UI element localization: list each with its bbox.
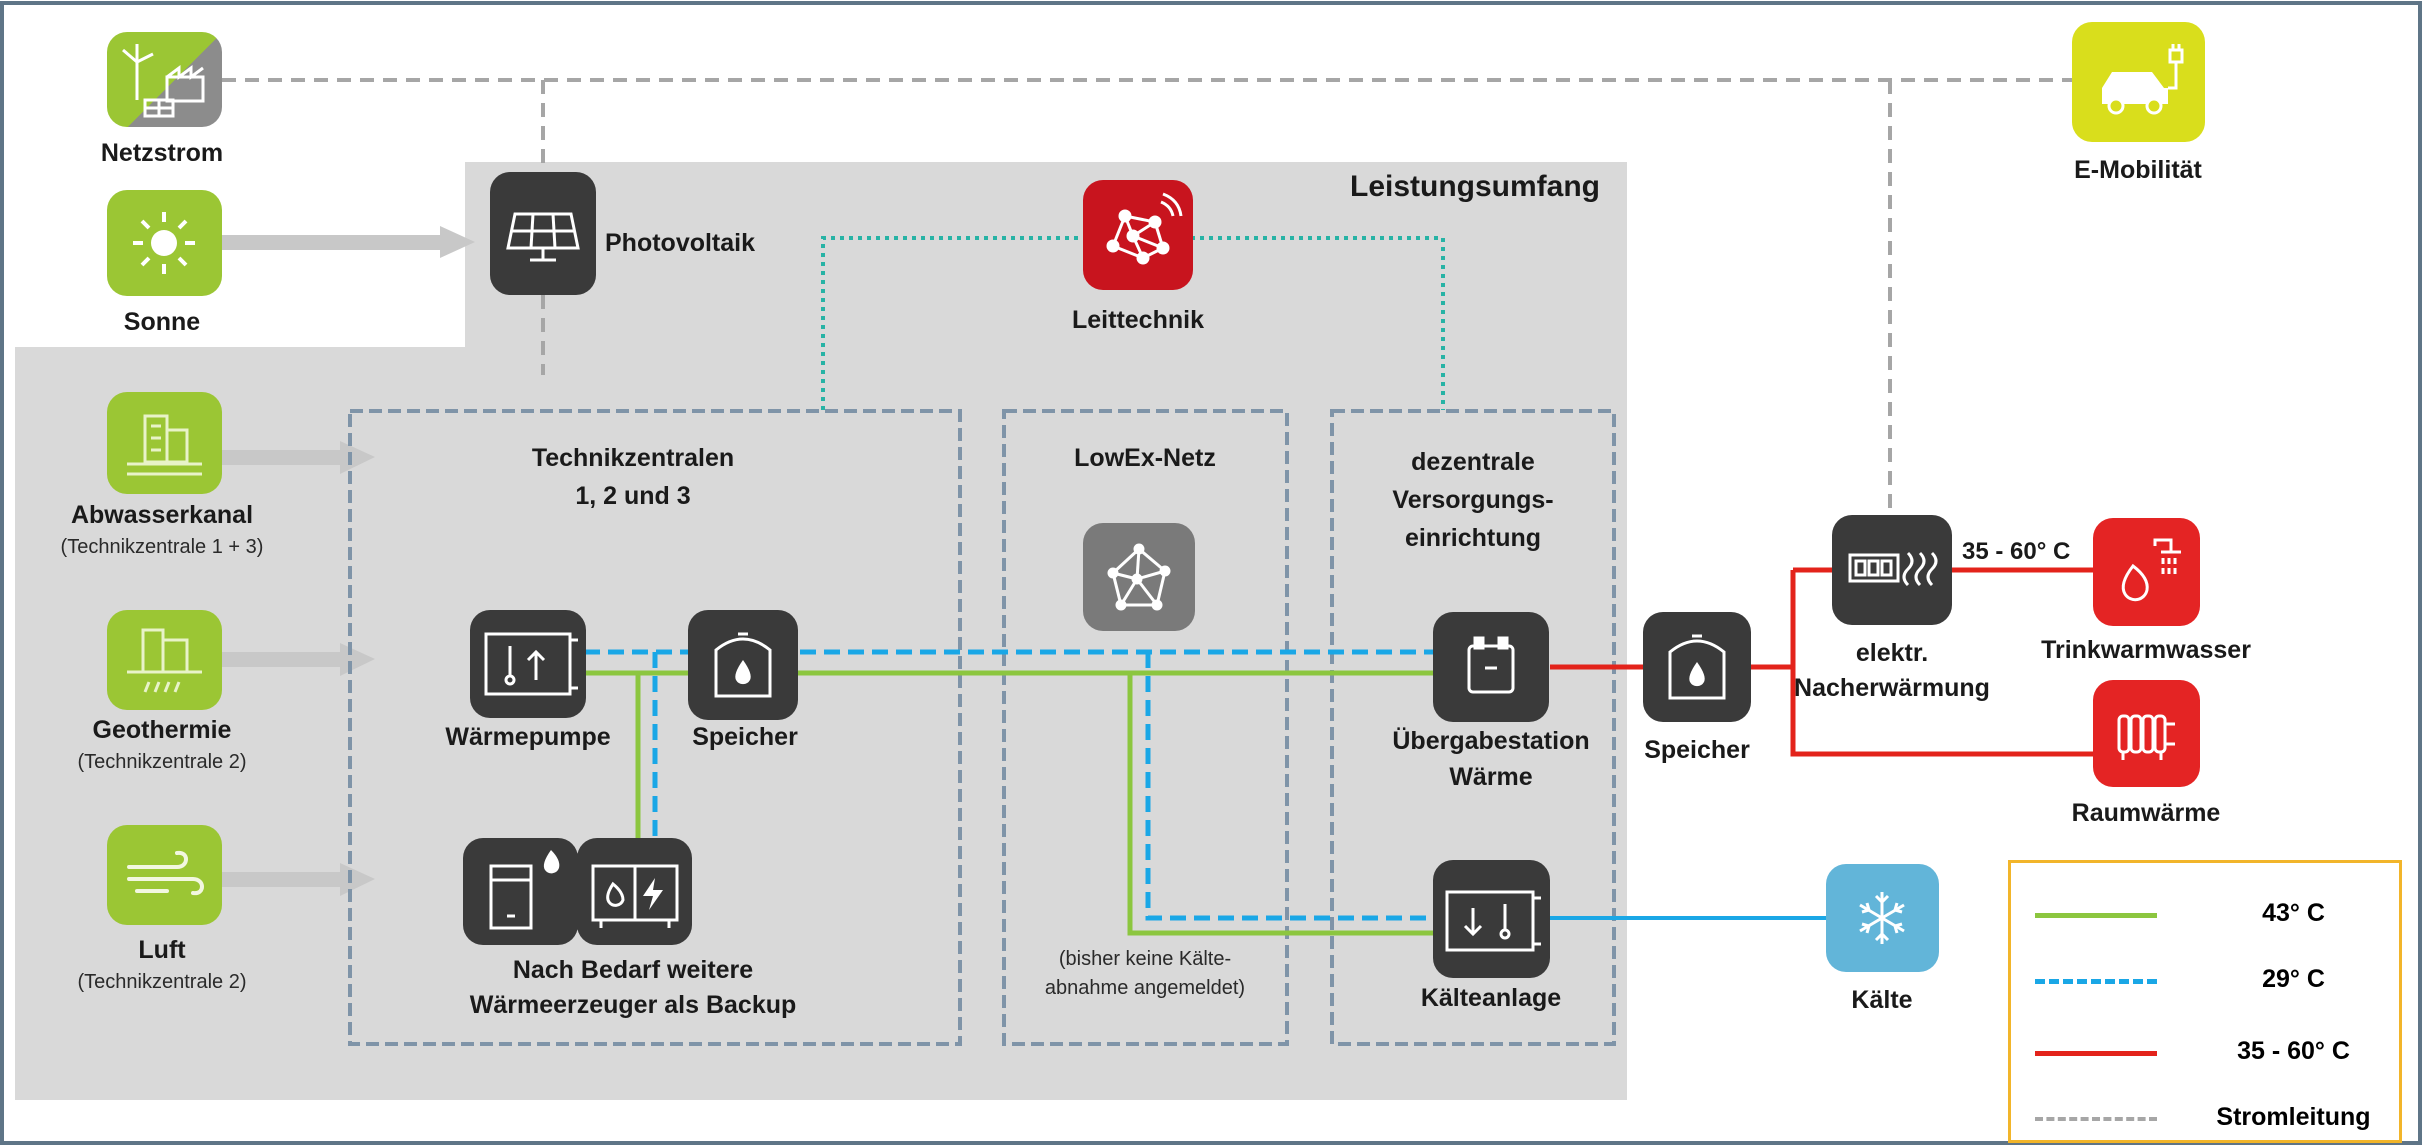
building-geothermal-icon — [107, 610, 222, 710]
shower-flame-icon — [2093, 518, 2200, 626]
power-lines — [222, 78, 2075, 518]
legend-swatch-43 — [2035, 913, 2157, 918]
legend-swatch-hot — [2035, 1051, 2157, 1056]
wind-solar-factory-icon — [107, 32, 222, 127]
building-sewer-icon — [107, 392, 222, 494]
legend-label: 29° C — [2262, 965, 2325, 993]
legend-item: 35 - 60° C — [2011, 1033, 2399, 1073]
legend-label: Stromleitung — [2216, 1103, 2371, 1131]
netzstrom-label: Netzstrom — [100, 139, 224, 167]
sonne-label: Sonne — [123, 308, 201, 336]
snowflake-icon — [1826, 864, 1939, 972]
electric-heater-icon — [1832, 515, 1952, 625]
dezentral-line2: Versorgungs- — [1392, 486, 1554, 514]
uebergabestation-line1: Übergabestation — [1392, 727, 1590, 755]
abwasserkanal-sub: (Technikzentrale 1 + 3) — [60, 536, 264, 558]
lowex-title: LowEx-Netz — [1074, 444, 1216, 472]
line-hot — [1550, 567, 2093, 757]
uebergabestation-line2: Wärme — [1449, 763, 1533, 791]
boiler-flame-icon — [463, 838, 578, 945]
scope-title: Leistungsumfang — [1350, 170, 1601, 203]
waermepumpe-label: Wärmepumpe — [445, 723, 611, 751]
heat-pump-icon — [470, 610, 586, 718]
kaelte-label: Kälte — [1851, 986, 1913, 1014]
legend-swatch-29 — [2035, 979, 2157, 984]
transfer-station-icon — [1433, 612, 1549, 722]
storage-tank-icon — [688, 610, 798, 720]
leittechnik-label: Leittechnik — [1072, 306, 1204, 334]
lowex-note-line2: abnahme angemeldet) — [1044, 977, 1246, 999]
legend-item: 43° C — [2011, 895, 2399, 935]
radiator-icon — [2093, 680, 2200, 787]
trinkwarmwasser-label: Trinkwarmwasser — [2041, 636, 2251, 664]
temperature-label: 35 - 60° C — [1962, 538, 2071, 565]
photovoltaik-label: Photovoltaik — [605, 229, 756, 257]
technikzentralen-title: Technikzentralen — [531, 444, 735, 472]
solar-panel-icon — [490, 172, 596, 295]
legend: 43° C 29° C 35 - 60° C Stromleitung — [2008, 860, 2402, 1143]
backup-line2: Wärmeerzeuger als Backup — [469, 991, 797, 1019]
sun-icon — [107, 190, 222, 296]
dezentral-line3: einrichtung — [1404, 524, 1542, 552]
wind-icon — [107, 825, 222, 925]
speicher-1-label: Speicher — [692, 723, 798, 751]
luft-sub: (Technikzentrale 2) — [77, 971, 247, 993]
nacherwaermung-line2: Nacherwärmung — [1794, 674, 1990, 702]
electric-car-icon — [2072, 22, 2205, 142]
technikzentralen-subtitle: 1, 2 und 3 — [575, 482, 691, 510]
legend-label: 35 - 60° C — [2237, 1037, 2350, 1065]
geothermie-label: Geothermie — [92, 716, 232, 744]
network-icon — [1083, 523, 1195, 631]
zones — [348, 409, 1616, 1046]
speicher-2-label: Speicher — [1644, 736, 1750, 764]
legend-label: 43° C — [2262, 899, 2325, 927]
luft-label: Luft — [138, 936, 186, 964]
line-29 — [584, 649, 1433, 921]
raumwaerme-label: Raumwärme — [2071, 799, 2221, 827]
storage-tank-icon — [1643, 612, 1751, 722]
scope-area — [15, 162, 1627, 1100]
nacherwaermung-line1: elektr. — [1855, 639, 1929, 667]
kaelteanlage-label: Kälteanlage — [1420, 984, 1562, 1012]
dezentral-line1: dezentrale — [1411, 448, 1535, 476]
legend-swatch-power — [2035, 1117, 2157, 1121]
chiller-icon — [1433, 860, 1550, 978]
geothermie-sub: (Technikzentrale 2) — [77, 751, 247, 773]
e-mobilitaet-label: E-Mobilität — [2074, 156, 2202, 184]
lowex-note-line1: (bisher keine Kälte- — [1058, 948, 1232, 970]
network-control-icon — [1083, 180, 1193, 290]
abwasserkanal-label: Abwasserkanal — [70, 501, 254, 529]
backup-line1: Nach Bedarf weitere — [512, 956, 754, 984]
legend-item: Stromleitung — [2011, 1099, 2399, 1139]
flame-power-icon — [577, 838, 692, 945]
source-arrows — [222, 226, 475, 896]
legend-item: 29° C — [2011, 961, 2399, 1001]
